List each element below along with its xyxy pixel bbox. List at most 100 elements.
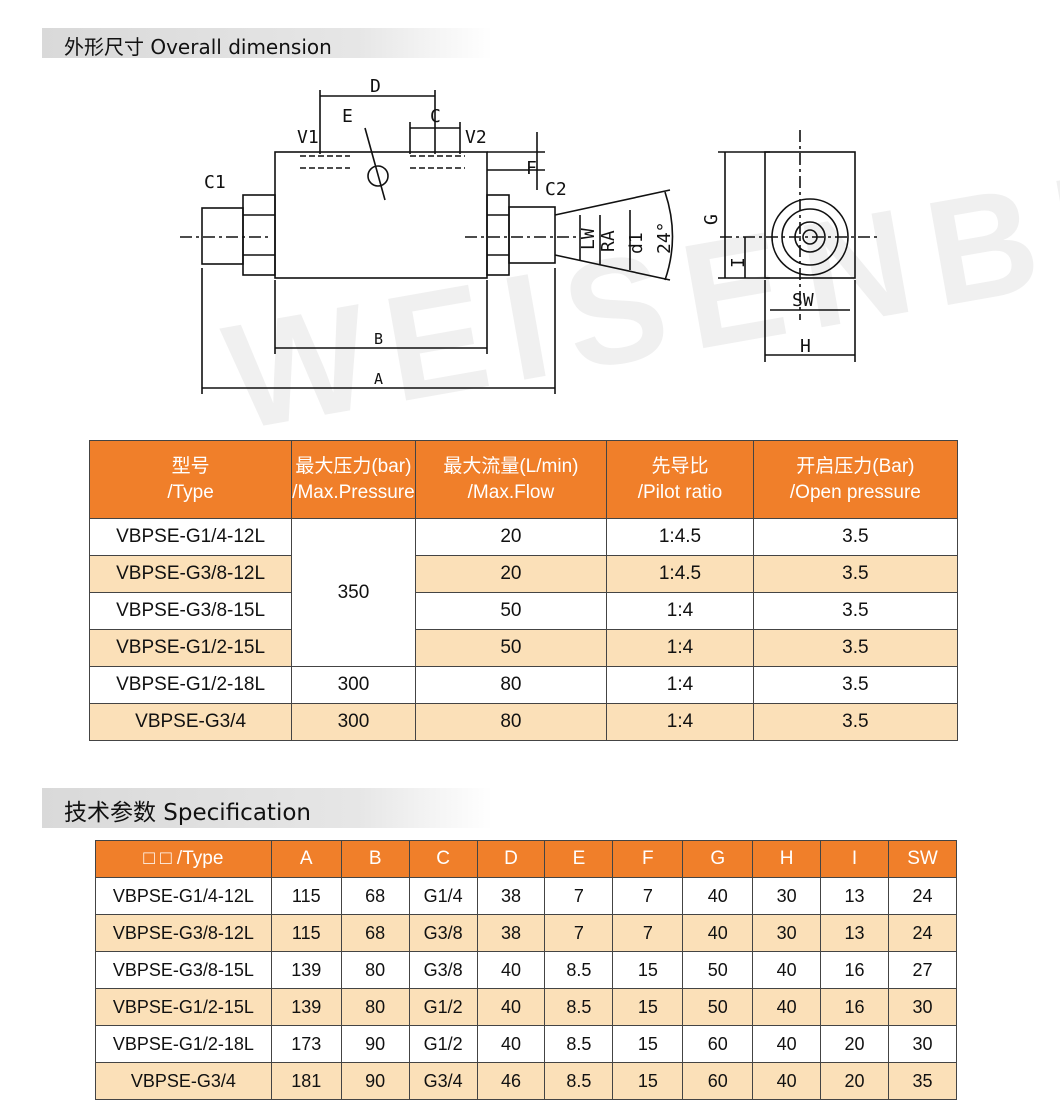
label-D: D xyxy=(370,76,381,97)
table-row: VBPSE-G3/8-12L 20 1:4.5 3.5 xyxy=(88,555,959,593)
cell-e: 8.5 xyxy=(544,1062,614,1100)
cell-h: 40 xyxy=(752,988,822,1026)
cell-flow: 50 xyxy=(414,629,608,667)
cell-type: VBPSE-G3/8-15L xyxy=(88,592,293,630)
cell-a: 181 xyxy=(270,1062,342,1100)
cell-type: VBPSE-G1/2-18L xyxy=(88,666,293,704)
label-E: E xyxy=(342,106,353,127)
label-C: C xyxy=(430,106,441,127)
cell-ratio: 1:4 xyxy=(606,629,754,667)
cell-d: 40 xyxy=(476,1025,546,1063)
cell-d: 38 xyxy=(476,877,546,915)
label-RA: RA xyxy=(598,230,619,252)
header-pilot-ratio: 先导比/Pilot ratio xyxy=(606,440,754,519)
cell-open: 3.5 xyxy=(752,592,959,630)
cell-type: VBPSE-G3/4 xyxy=(88,703,293,741)
cell-pressure-merged: 350 xyxy=(291,518,416,667)
end-view-body xyxy=(764,151,856,279)
dimension-drawing: D E C V1 V2 F C1 C2 LW RA d1 24° B A G I… xyxy=(180,76,880,394)
cell-type: VBPSE-G1/2-15L xyxy=(88,629,293,667)
cell-e: 8.5 xyxy=(544,988,614,1026)
pilot-port-circle xyxy=(367,165,389,187)
label-A: A xyxy=(374,370,383,388)
cell-c: G1/4 xyxy=(408,877,478,915)
header-type: □ □ /Type xyxy=(95,840,272,878)
table-row: VBPSE-G1/4-12L 350 20 1:4.5 3.5 xyxy=(88,518,959,667)
dimension-section-title: 外形尺寸 Overall dimension xyxy=(64,35,332,59)
cell-a: 115 xyxy=(270,877,342,915)
cell-sw: 24 xyxy=(888,877,957,915)
cell-type: VBPSE-G3/8-12L xyxy=(95,914,272,952)
cell-g: 60 xyxy=(682,1062,754,1100)
cell-g: 50 xyxy=(682,988,754,1026)
cell-d: 40 xyxy=(476,951,546,989)
dimension-section-header: 外形尺寸 Overall dimension xyxy=(42,28,492,59)
cell-c: G1/2 xyxy=(408,988,478,1026)
left-hex-nut xyxy=(242,194,276,276)
cell-a: 139 xyxy=(270,988,342,1026)
cell-b: 68 xyxy=(340,877,410,915)
table-row: VBPSE-G1/2-15L 50 1:4 3.5 xyxy=(88,629,959,667)
cell-i: 16 xyxy=(820,951,890,989)
cell-b: 80 xyxy=(340,988,410,1026)
cell-f: 15 xyxy=(612,1025,684,1063)
cell-open: 3.5 xyxy=(752,629,959,667)
cell-type: VBPSE-G3/4 xyxy=(95,1062,272,1100)
cell-g: 50 xyxy=(682,951,754,989)
cell-i: 20 xyxy=(820,1062,890,1100)
cell-g: 40 xyxy=(682,877,754,915)
cell-sw: 27 xyxy=(888,951,957,989)
table-row: VBPSE-G3/4 300 80 1:4 3.5 xyxy=(88,703,959,741)
cell-b: 80 xyxy=(340,951,410,989)
cell-ratio: 1:4 xyxy=(606,703,754,741)
cell-a: 139 xyxy=(270,951,342,989)
cell-type: VBPSE-G1/2-18L xyxy=(95,1025,272,1063)
cell-type: VBPSE-G1/2-15L xyxy=(95,988,272,1026)
header-b: B xyxy=(340,840,410,878)
header-g: G xyxy=(682,840,754,878)
label-C1: C1 xyxy=(204,172,226,193)
cell-d: 46 xyxy=(476,1062,546,1100)
left-port-thread xyxy=(201,207,244,265)
cell-c: G3/8 xyxy=(408,914,478,952)
cell-open: 3.5 xyxy=(752,555,959,593)
header-sw: SW xyxy=(888,840,957,878)
spec-section-title: 技术参数 Specification xyxy=(64,800,311,826)
cell-e: 7 xyxy=(544,914,614,952)
right-port-thread xyxy=(508,206,556,264)
cell-a: 115 xyxy=(270,914,342,952)
cell-open: 3.5 xyxy=(752,703,959,741)
cell-ratio: 1:4.5 xyxy=(606,518,754,556)
pressure-table-header-row: 型号/Type 最大压力(bar)/Max.Pressure 最大流量(L/mi… xyxy=(88,440,959,519)
cell-b: 90 xyxy=(340,1062,410,1100)
cell-flow: 50 xyxy=(414,592,608,630)
cell-f: 15 xyxy=(612,951,684,989)
cell-g: 60 xyxy=(682,1025,754,1063)
cell-c: G1/2 xyxy=(408,1025,478,1063)
label-d1: d1 xyxy=(626,232,647,254)
cell-e: 7 xyxy=(544,877,614,915)
cell-sw: 30 xyxy=(888,1025,957,1063)
cell-f: 15 xyxy=(612,1062,684,1100)
cell-sw: 30 xyxy=(888,988,957,1026)
label-I: I xyxy=(728,257,749,268)
header-h: H xyxy=(752,840,822,878)
cell-flow: 80 xyxy=(414,666,608,704)
cell-ratio: 1:4.5 xyxy=(606,555,754,593)
spec-section-header: 技术参数 Specification xyxy=(42,788,492,828)
label-G: G xyxy=(701,214,722,225)
header-max-flow: 最大流量(L/min)/Max.Flow xyxy=(414,440,608,519)
header-i: I xyxy=(820,840,890,878)
cell-e: 8.5 xyxy=(544,1025,614,1063)
pressure-table: 型号/Type 最大压力(bar)/Max.Pressure 最大流量(L/mi… xyxy=(88,440,959,741)
label-B: B xyxy=(374,330,383,348)
cell-pressure: 300 xyxy=(291,703,416,741)
header-c: C xyxy=(408,840,478,878)
cell-type: VBPSE-G3/8-12L xyxy=(88,555,293,593)
label-V2: V2 xyxy=(465,127,487,148)
header-a: A xyxy=(270,840,342,878)
cell-i: 13 xyxy=(820,877,890,915)
